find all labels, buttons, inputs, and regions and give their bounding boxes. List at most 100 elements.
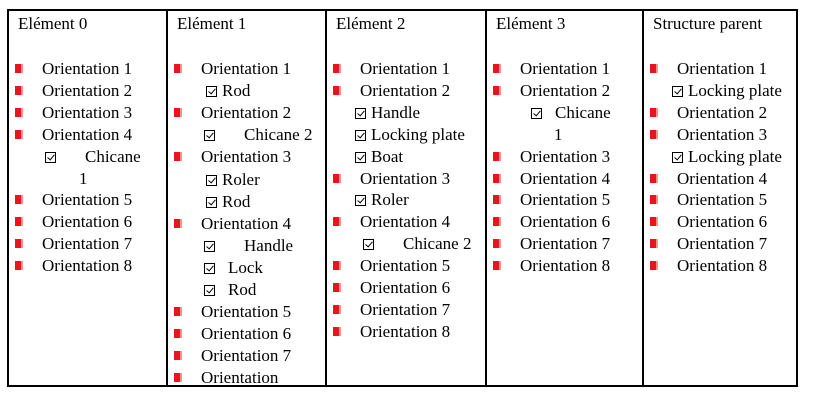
orientation-label: Orientation 2 (42, 80, 133, 100)
component-label: Handle (371, 102, 421, 122)
bullet-icon (15, 85, 23, 95)
orientation-label: Orientation 3 (360, 168, 451, 188)
checkbox-icon (531, 107, 542, 119)
bullet-icon (650, 107, 658, 117)
bullet-icon (174, 373, 182, 383)
orientation-label: Orientation 2 (360, 80, 451, 100)
component-label: Rod (222, 81, 251, 101)
bullet-icon (174, 108, 182, 118)
checkbox-icon (355, 195, 366, 207)
column-header: Elément 0 (18, 14, 88, 33)
orientation-label: Orientation 8 (677, 256, 768, 276)
bullet-icon (333, 326, 341, 336)
component-label: Chicane (555, 102, 611, 122)
orientation-label: Orientation 2 (520, 80, 611, 100)
checkbox-icon (204, 240, 215, 252)
checkbox-icon (363, 239, 374, 251)
component-label: Lock (228, 257, 263, 277)
bullet-icon (650, 217, 658, 227)
bullet-icon (493, 151, 501, 161)
bullet-icon (15, 239, 23, 249)
orientation-label: Orientation 8 (360, 321, 451, 341)
orientation-label: Orientation 3 (677, 124, 768, 144)
bullet-icon (650, 239, 658, 249)
bullet-icon (174, 152, 182, 162)
orientation-label: Orientation 1 (677, 59, 768, 78)
bullet-icon (174, 64, 182, 73)
orientation-label: Orientation 8 (42, 256, 133, 276)
bullet-icon (15, 107, 23, 117)
orientation-label: Orientation (201, 368, 279, 388)
orientation-label: Orientation 5 (42, 190, 133, 210)
orientation-label: Orientation 5 (360, 256, 451, 276)
bullet-icon (333, 85, 341, 95)
bullet-icon (650, 173, 658, 183)
orientation-label: Orientation 2 (677, 102, 768, 122)
bullet-icon (174, 351, 182, 361)
component-label: Boat (371, 146, 404, 166)
bullet-icon (493, 261, 501, 271)
component-label: Rod (228, 280, 257, 299)
column-header: Elément 1 (177, 14, 247, 33)
bullet-icon (15, 129, 23, 139)
checkbox-icon (672, 151, 683, 163)
bullet-icon (333, 283, 341, 292)
orientation-label: Orientation 3 (201, 147, 292, 167)
component-label: Chicane (85, 146, 141, 166)
orientation-label: Orientation 6 (360, 278, 451, 297)
orientation-label: Orientation 5 (201, 302, 292, 322)
checkbox-icon (206, 174, 217, 186)
component-label: Roler (222, 169, 260, 189)
component-label-continuation: 1 (79, 168, 88, 188)
component-label: Locking plate (688, 80, 782, 100)
bullet-icon (174, 307, 182, 317)
component-label: Locking plate (688, 146, 782, 166)
orientation-label: Orientation 4 (201, 213, 292, 233)
component-label: Chicane 2 (403, 234, 472, 254)
bullet-icon (174, 329, 182, 339)
bullet-icon (493, 195, 501, 205)
component-label: Chicane 2 (244, 125, 313, 145)
column-header: Elément 2 (336, 14, 406, 33)
component-label-continuation: 1 (554, 124, 563, 144)
checkbox-icon (204, 130, 215, 142)
checkbox-icon (204, 285, 215, 296)
bullet-icon (493, 64, 501, 73)
orientation-label: Orientation 4 (42, 124, 133, 144)
checkbox-icon (355, 151, 366, 163)
component-label: Roler (371, 190, 409, 210)
orientation-label: Orientation 7 (360, 299, 451, 319)
checkbox-icon (206, 196, 217, 208)
checkbox-icon (204, 262, 215, 274)
orientation-label: Orientation 7 (201, 346, 292, 366)
orientation-label: Orientation 4 (677, 168, 768, 188)
component-label: Handle (244, 235, 294, 255)
bullet-icon (650, 195, 658, 205)
bullet-icon (493, 85, 501, 95)
bullet-icon (174, 218, 182, 228)
bullet-icon (15, 217, 23, 227)
bullet-icon (15, 64, 23, 73)
orientation-label: Orientation 6 (201, 324, 292, 344)
component-label: Locking plate (371, 124, 465, 144)
orientation-label: Orientation 6 (677, 212, 768, 232)
orientation-label: Orientation 2 (201, 103, 292, 123)
checkbox-icon (206, 86, 217, 98)
orientation-label: Orientation 8 (520, 256, 611, 276)
orientation-label: Orientation 1 (201, 59, 292, 78)
bullet-icon (15, 261, 23, 271)
bullet-icon (333, 173, 341, 183)
orientation-label: Orientation 3 (42, 102, 133, 122)
column-header: Structure parent (653, 14, 763, 33)
orientation-label: Orientation 4 (520, 168, 611, 188)
orientation-label: Orientation 6 (520, 212, 611, 232)
bullet-icon (333, 64, 341, 73)
bullet-icon (493, 173, 501, 183)
bullet-icon (15, 195, 23, 205)
orientation-label: Orientation 4 (360, 212, 451, 232)
orientation-label: Orientation 1 (520, 59, 611, 78)
